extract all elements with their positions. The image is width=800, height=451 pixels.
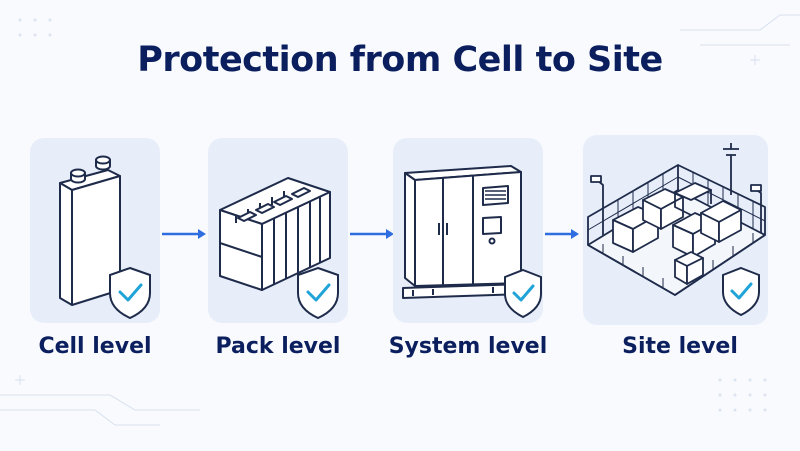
site-level-card: [583, 135, 768, 325]
fenced-site-icon: [587, 143, 766, 296]
cell-level-card: [30, 138, 160, 323]
arrow-right-icon: [162, 229, 206, 239]
page-title: Protection from Cell to Site: [137, 40, 663, 80]
stage-label-site: Site level: [622, 334, 738, 359]
stage-label-cell: Cell level: [38, 334, 152, 359]
arrow-right-icon: [545, 229, 579, 239]
shield-check-icon: [109, 266, 151, 320]
pack-level-card: [208, 138, 348, 323]
stage-label-system: System level: [388, 334, 548, 359]
shield-check-icon: [297, 266, 339, 320]
shield-check-icon: [504, 268, 542, 319]
shield-check-icon: [722, 266, 760, 317]
stage-label-pack: Pack level: [215, 334, 341, 359]
battery-pack-icon: [219, 177, 331, 291]
system-level-card: [393, 138, 543, 323]
arrow-right-icon: [350, 229, 394, 239]
storage-cabinet-icon: [402, 165, 524, 299]
